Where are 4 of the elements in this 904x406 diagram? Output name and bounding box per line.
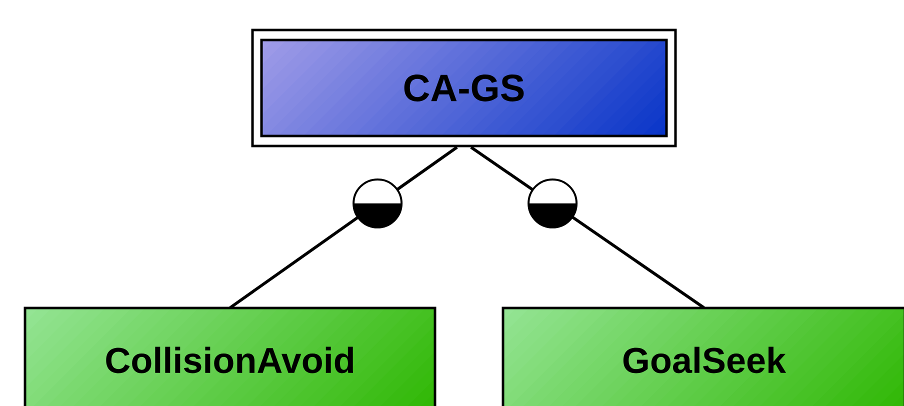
node-label: CA-GS xyxy=(404,74,524,102)
feature-box: GoalSeek xyxy=(502,306,904,406)
root-box: CA-GS xyxy=(251,28,677,148)
feature-box: CollisionAvoid xyxy=(24,306,436,406)
